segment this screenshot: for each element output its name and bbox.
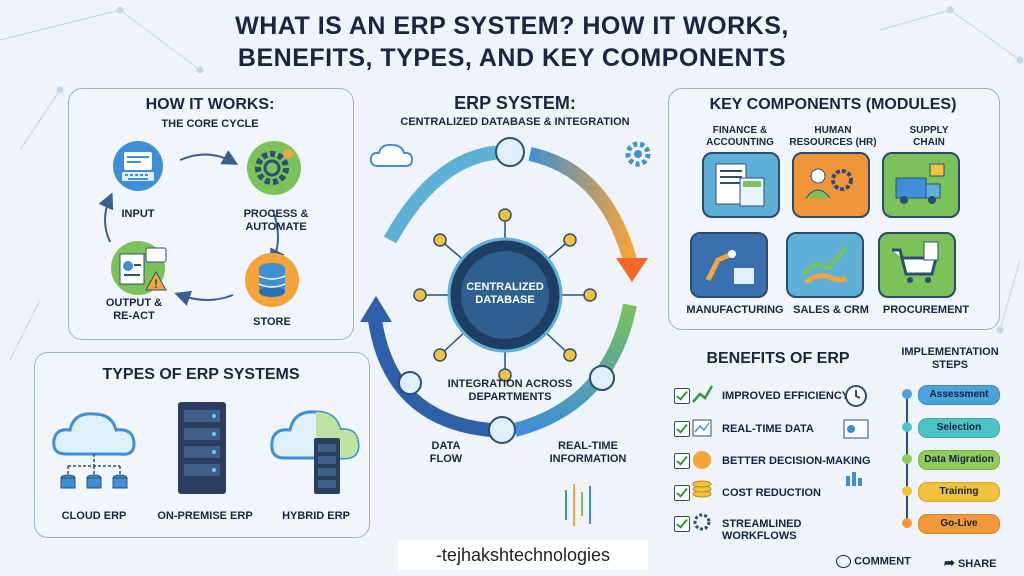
step-process-label2: AUTOMATE: [245, 221, 307, 233]
manufacturing-module-icon: [690, 232, 768, 298]
how-it-works-panel: [68, 88, 354, 340]
benefit-item: COST REDUCTION: [674, 482, 874, 504]
gear-icon: [246, 140, 302, 196]
benefit-side-icons: [843, 385, 869, 486]
module-finance-label: FINANCE &: [712, 125, 768, 136]
module-sales-label: SALES & CRM: [793, 304, 869, 316]
benefit-item: IMPROVED EFFICIENCY: [674, 385, 874, 407]
data-flow-label2: FLOW: [429, 453, 463, 465]
data-stream-lines: [565, 484, 591, 526]
benefit-label: IMPROVED EFFICIENCY: [722, 390, 850, 402]
keyboard-icon: [112, 140, 164, 192]
check-icon: [674, 516, 690, 532]
comment-button[interactable]: COMMENT: [836, 555, 911, 568]
data-flow-label: DATA: [431, 440, 461, 452]
module-supply-label: SUPPLY: [909, 125, 949, 136]
benefit-item: BETTER DECISION-MAKING: [674, 450, 874, 472]
share-button[interactable]: ➦ SHARE: [944, 555, 996, 571]
integration-ring: [360, 137, 648, 444]
sales-crm-module-icon: [786, 232, 864, 298]
benefit-item: STREAMLINED WORKFLOWS: [674, 513, 874, 542]
svg-text:!: !: [154, 277, 158, 291]
step-dot: [902, 389, 912, 399]
step-dot: [902, 518, 912, 528]
implementation-title2: STEPS: [931, 359, 969, 371]
server-icon: [172, 398, 232, 498]
implementation-step-migration: Data Migration: [918, 450, 1000, 470]
benefit-item: REAL-TIME DATA: [674, 418, 874, 440]
realtime-label2: INFORMATION: [549, 453, 627, 465]
hub-label2: DATABASE: [475, 294, 535, 306]
check-icon: [674, 485, 690, 501]
supply-chain-module-icon: [882, 152, 960, 218]
step-input-label: INPUT: [121, 208, 155, 220]
benefit-label: STREAMLINED WORKFLOWS: [722, 518, 802, 542]
check-icon: [674, 421, 690, 437]
implementation-step-assessment: Assessment: [918, 385, 1000, 405]
database-icon: [244, 252, 300, 308]
erp-subtitle: CENTRALIZED DATABASE & INTEGRATION: [400, 116, 630, 128]
module-supply-label2: CHAIN: [913, 137, 945, 148]
step-dot: [902, 486, 912, 496]
erp-title: ERP SYSTEM:: [454, 93, 576, 113]
check-icon: [674, 388, 690, 404]
page-title-line2: BENEFITS, TYPES, AND KEY COMPONENTS: [237, 44, 787, 72]
type-cloud-label: CLOUD ERP: [61, 510, 127, 522]
step-dot: [902, 422, 912, 432]
hr-module-icon: [792, 152, 870, 218]
page-title-line1: WHAT IS AN ERP SYSTEM? HOW IT WORKS,: [235, 12, 789, 40]
report-icon: !: [110, 240, 172, 296]
hybrid-cloud-icon: [268, 398, 364, 498]
benefit-label: REAL-TIME DATA: [722, 423, 814, 435]
integration-label2: DEPARTMENTS: [468, 391, 552, 403]
comment-label: COMMENT: [854, 555, 911, 568]
step-process-label: PROCESS &: [243, 208, 309, 220]
integration-label: INTEGRATION ACROSS: [447, 378, 573, 390]
module-hr-label: HUMAN: [814, 125, 852, 136]
types-title: TYPES OF ERP SYSTEMS: [102, 366, 300, 383]
key-components-title: KEY COMPONENTS (MODULES): [709, 96, 957, 113]
implementation-title: IMPLEMENTATION: [901, 346, 999, 358]
share-icon: ➦: [944, 555, 955, 570]
hub-label: CENTRALIZED: [466, 281, 544, 293]
step-output-label: OUTPUT &: [105, 297, 163, 309]
cloud-sync-icon: [369, 143, 414, 167]
settings-gear-icon: [625, 141, 651, 167]
benefit-label: COST REDUCTION: [722, 487, 821, 499]
benefit-icons: [692, 385, 714, 531]
implementation-step-golive: Go-Live: [918, 514, 1000, 534]
module-hr-label2: RESOURCES (HR): [789, 137, 877, 148]
procurement-module-icon: [878, 232, 956, 298]
module-finance-label2: ACCOUNTING: [706, 137, 774, 148]
type-onprem-label: ON-PREMISE ERP: [157, 510, 253, 522]
module-procurement-label: PROCUREMENT: [882, 304, 970, 316]
type-hybrid-label: HYBRID ERP: [282, 510, 350, 522]
how-it-works-subtitle: THE CORE CYCLE: [161, 118, 259, 130]
realtime-label: REAL-TIME: [558, 440, 618, 452]
implementation-step-training: Training: [918, 482, 1000, 502]
implementation-step-selection: Selection: [918, 418, 1000, 438]
cloud-icon: [46, 404, 142, 494]
comment-icon: [836, 555, 851, 568]
step-output-label2: RE-ACT: [113, 310, 155, 322]
how-it-works-title: HOW IT WORKS:: [145, 96, 275, 113]
watermark-text: -tejhakshtechnologies: [398, 540, 648, 570]
benefits-title: BENEFITS OF ERP: [706, 350, 850, 367]
check-icon: [674, 453, 690, 469]
step-store-label: STORE: [253, 316, 291, 328]
share-label: SHARE: [957, 558, 997, 570]
step-dot: [902, 454, 912, 464]
module-manufacturing-label: MANUFACTURING: [686, 304, 784, 316]
benefit-label: BETTER DECISION-MAKING: [722, 455, 871, 467]
finance-module-icon: [702, 152, 780, 218]
